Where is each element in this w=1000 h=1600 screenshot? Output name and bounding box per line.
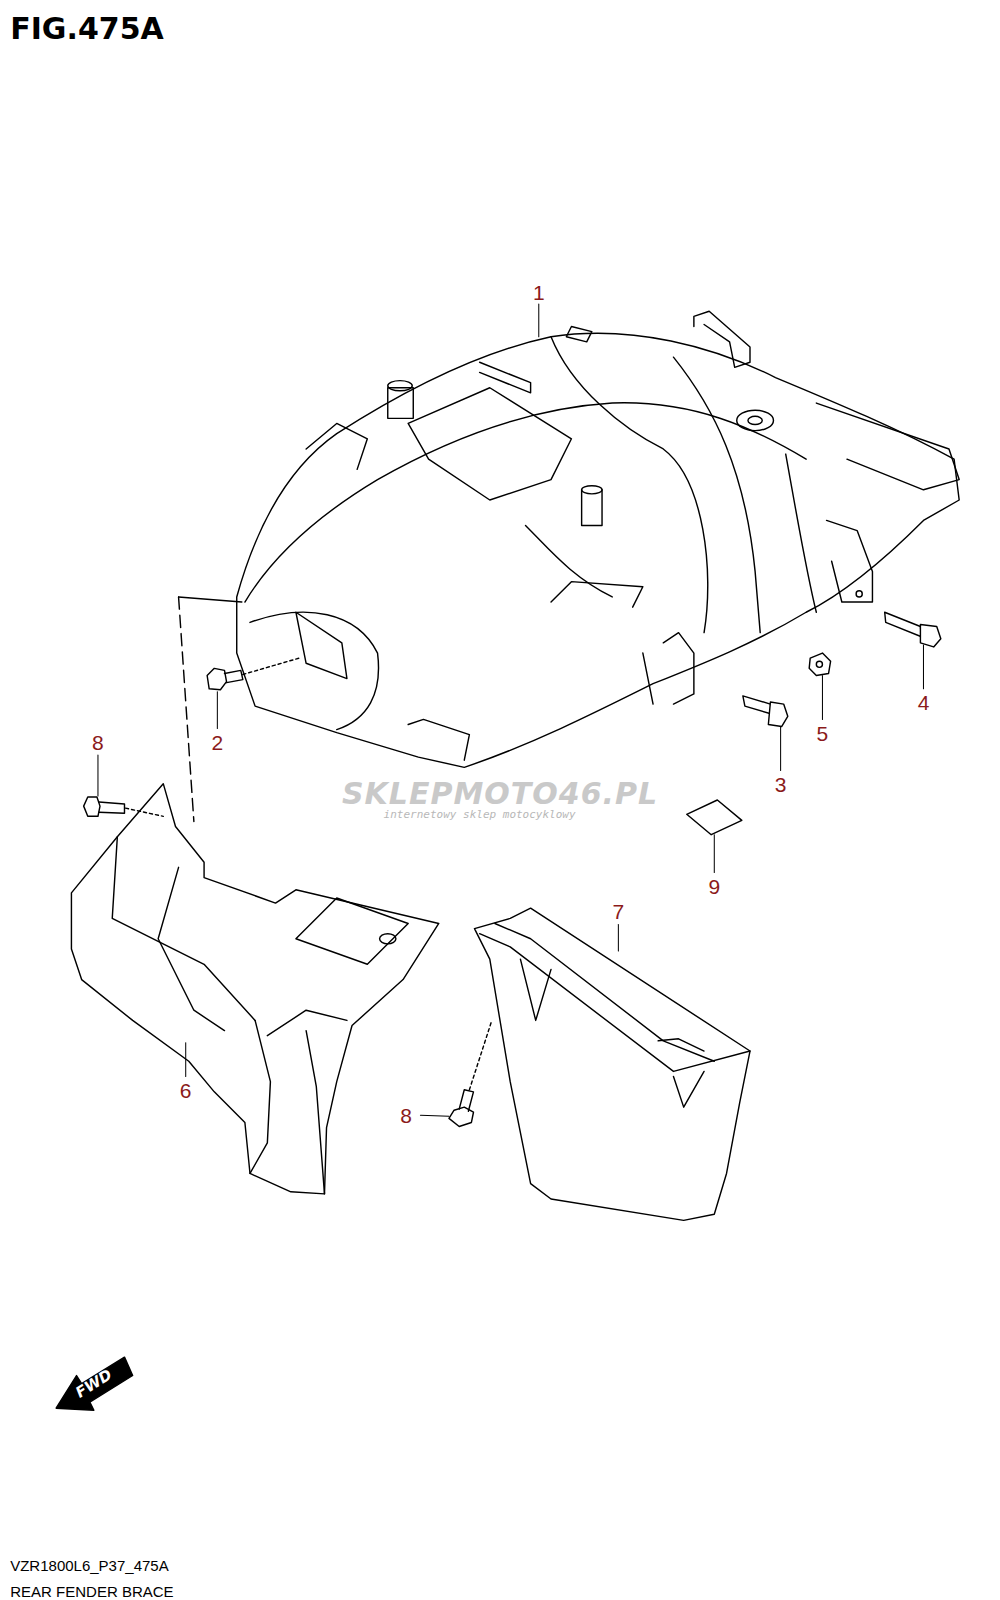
bolt-8b bbox=[449, 1090, 473, 1127]
callout-number: 5 bbox=[817, 722, 829, 743]
assembly-line bbox=[243, 658, 299, 674]
callout-number: 8 bbox=[400, 1105, 412, 1126]
callout-number: 2 bbox=[212, 731, 224, 752]
callout-number: 3 bbox=[775, 773, 787, 794]
leader-line bbox=[714, 835, 715, 873]
callout-number: 9 bbox=[708, 875, 720, 896]
bolt-4 bbox=[885, 612, 941, 647]
callout-number: 7 bbox=[613, 901, 625, 922]
callout-number: 8 bbox=[92, 731, 104, 752]
leader-line bbox=[185, 1043, 186, 1077]
bolt-2 bbox=[207, 668, 243, 689]
cushion-pad bbox=[687, 800, 742, 835]
reference-line bbox=[179, 597, 242, 602]
leader-line bbox=[822, 676, 823, 720]
callout-number: 1 bbox=[533, 281, 545, 302]
watermark: SKLEPMOTO46.PL bbox=[342, 779, 658, 809]
reference-line bbox=[179, 597, 194, 821]
leader-line bbox=[618, 924, 619, 951]
fender-brace bbox=[71, 784, 438, 1194]
assembly-line bbox=[469, 1020, 491, 1089]
leader-lines bbox=[98, 304, 924, 1116]
leader-line bbox=[923, 645, 924, 689]
leader-line bbox=[217, 692, 218, 729]
forward-arrow bbox=[56, 1357, 133, 1410]
side-cover bbox=[474, 908, 750, 1220]
rear-fender bbox=[237, 311, 959, 767]
nut-5 bbox=[809, 653, 830, 675]
leader-line bbox=[420, 1115, 449, 1116]
figure-title: FIG.475A bbox=[10, 14, 164, 44]
leader-line bbox=[97, 755, 98, 796]
leader-line bbox=[780, 727, 781, 771]
watermark-subtitle: internetowy sklep motocyklowy bbox=[384, 809, 576, 820]
assembly-line bbox=[126, 808, 164, 816]
callout-number: 6 bbox=[180, 1079, 192, 1100]
leader-line bbox=[538, 304, 539, 337]
bolt-3 bbox=[743, 696, 788, 727]
figure-caption: REAR FENDER BRACE bbox=[10, 1584, 173, 1599]
figure-code: VZR1800L6_P37_475A bbox=[10, 1558, 168, 1573]
callout-number: 4 bbox=[918, 692, 930, 713]
bolt-8 bbox=[84, 797, 125, 816]
